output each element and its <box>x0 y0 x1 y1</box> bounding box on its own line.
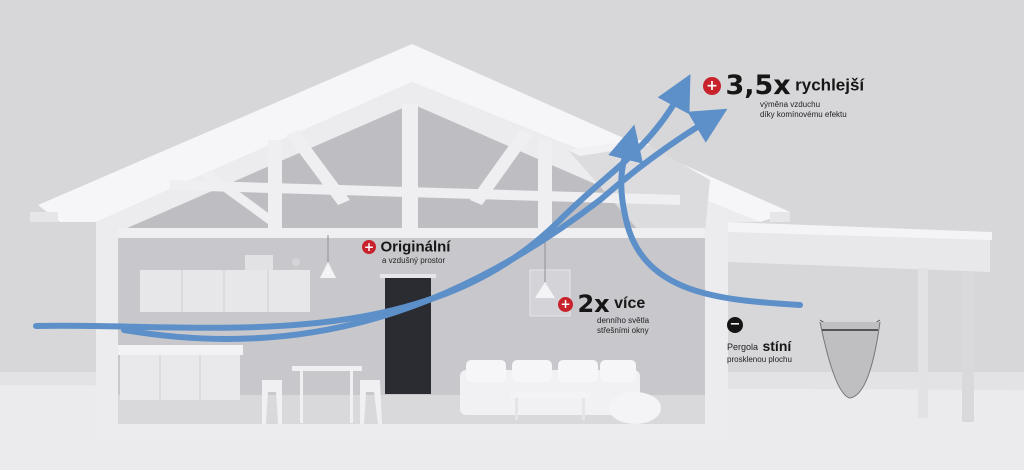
daylight-line-2: střešními okny <box>597 326 649 335</box>
plus-badge-icon: + <box>362 239 376 254</box>
plus-badge-icon: + <box>558 296 573 312</box>
air-exchange-word: rychlejší <box>795 75 865 95</box>
pergola-word: stíní <box>762 337 792 354</box>
pendant-lamps <box>320 235 555 298</box>
callout-daylight: + 2x více denního světla střešními okny <box>558 290 649 336</box>
daylight-word: více <box>614 295 646 312</box>
plus-badge-icon: + <box>703 76 721 95</box>
callout-pergola-shade: − Pergola stíní prosklenou plochu <box>727 316 792 365</box>
air-exchange-line-2: díky komínovému efektu <box>760 110 847 119</box>
dining-set <box>262 366 382 424</box>
hammock <box>819 321 881 399</box>
pergola <box>728 222 992 422</box>
minus-badge-icon: − <box>727 316 743 333</box>
air-exchange-line-1: výměna vzduchu <box>760 100 821 109</box>
original-space-line-1: a vzdušný prostor <box>382 256 446 265</box>
callout-air-exchange: + 3,5x rychlejší výměna vzduchu díky kom… <box>703 70 864 120</box>
pergola-prefix: Pergola <box>727 342 759 352</box>
pergola-line-1: prosklenou plochu <box>727 355 792 364</box>
daylight-line-1: denního světla <box>597 316 650 325</box>
daylight-value: 2x <box>577 290 610 318</box>
airflow-arrow-inner <box>121 108 728 342</box>
air-exchange-value: 3,5x <box>725 70 791 101</box>
callout-original-space: + Originální a vzdušný prostor <box>362 238 450 266</box>
airflow-arrows <box>33 74 803 342</box>
original-space-word: Originální <box>380 238 451 256</box>
airflow-arrow-pergola <box>608 124 803 308</box>
doorway <box>385 276 431 394</box>
kitchen <box>118 255 310 400</box>
living-room <box>460 360 661 424</box>
